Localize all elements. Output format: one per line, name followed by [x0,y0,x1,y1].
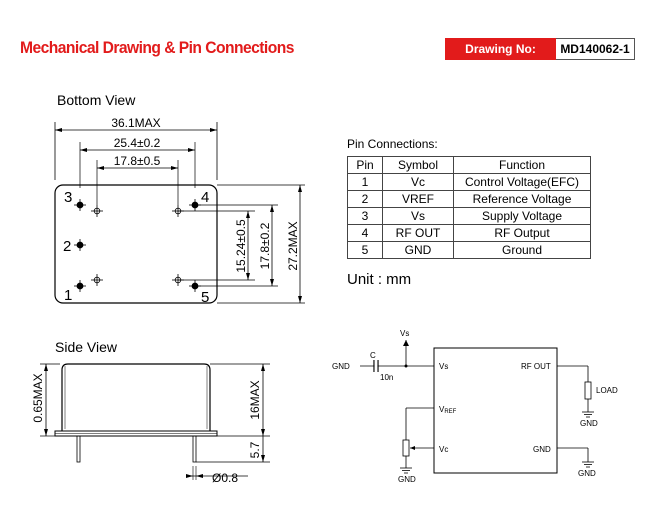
schematic-pin-vref: V [439,405,445,414]
schematic-gnd-load: GND [580,419,598,428]
drawing-number-label: Drawing No: [445,38,556,60]
dim-pin-inner-label: 17.8±0.5 [114,154,161,168]
table-cell-symbol: RF OUT [382,224,454,242]
dim-pin-length-label: 5.7 [248,441,262,458]
oscillator-body-bottom [54,184,218,304]
table-cell-function: Supply Voltage [453,207,591,225]
svg-text:VREF: VREF [439,405,457,415]
dim-pin-diameter-label: Ø0.8 [212,471,238,485]
bottom-view-title: Bottom View [57,92,136,108]
schematic-pin-vref-sub: REF [444,409,456,415]
dim-pin-vert-2-label: 17.8±0.2 [258,222,272,269]
table-cell-pin: 4 [347,224,383,242]
table-header-symbol: Symbol [382,156,454,174]
table-row: 3 Vs Supply Voltage [347,207,591,225]
pin-connections-table: Pin Symbol Function 1 Vc Control Voltage… [347,156,591,259]
table-row: 1 Vc Control Voltage(EFC) [347,173,591,191]
application-schematic: Vs GND C 10n Vs VREF Vc RF OUT GND GND [332,329,618,484]
pin-number-4: 4 [201,189,209,206]
dim-height-label: 27.2MAX [286,221,300,270]
schematic-gnd-left: GND [332,362,350,371]
pin-connections-title: Pin Connections: [347,137,438,151]
pin-number-1: 1 [64,287,72,304]
pin-number-3: 3 [64,189,72,206]
unit-label: Unit : mm [347,271,412,288]
table-cell-function: Control Voltage(EFC) [453,173,591,191]
pin-number-2: 2 [63,238,71,255]
table-cell-symbol: Vs [382,207,454,225]
table-cell-function: RF Output [453,224,591,242]
dim-pin-vert-1-label: 15.24±0.5 [234,219,248,273]
table-cell-symbol: GND [382,241,454,259]
dim-pin-outer-label: 25.4±0.2 [114,136,161,150]
side-view-title: Side View [55,339,118,355]
schematic-gnd-pot: GND [398,475,416,484]
dim-body-label: 16MAX [248,380,262,419]
schematic-pin-rfout: RF OUT [521,362,551,371]
pin-number-5: 5 [201,289,209,306]
schematic-pin-vs: Vs [439,362,448,371]
table-cell-pin: 2 [347,190,383,208]
load-label: LOAD [596,386,618,395]
table-cell-pin: 1 [347,173,383,191]
table-header-function: Function [453,156,591,174]
capacitor-value: 10n [380,373,393,382]
table-cell-function: Reference Voltage [453,190,591,208]
dim-width-label: 36.1MAX [111,116,160,130]
table-cell-function: Ground [453,241,591,259]
table-row: 4 RF OUT RF Output [347,224,591,242]
capacitor-label: C [370,351,376,360]
oscillator-body-side [61,363,211,431]
table-cell-pin: 3 [347,207,383,225]
page-title: Mechanical Drawing & Pin Connections [20,38,294,57]
table-row: 5 GND Ground [347,241,591,259]
schematic-pin-vc: Vc [439,445,448,454]
drawing-number-value: MD140062-1 [556,38,635,60]
schematic-pin-gnd: GND [533,445,551,454]
dim-base-label: 0.65MAX [31,373,45,422]
table-row: 2 VREF Reference Voltage [347,190,591,208]
table-cell-pin: 5 [347,241,383,259]
table-cell-symbol: VREF [382,190,454,208]
table-cell-symbol: Vc [382,173,454,191]
table-header-pin: Pin [347,156,383,174]
schematic-gnd-right: GND [578,469,596,478]
schematic-vs-top: Vs [400,329,409,338]
